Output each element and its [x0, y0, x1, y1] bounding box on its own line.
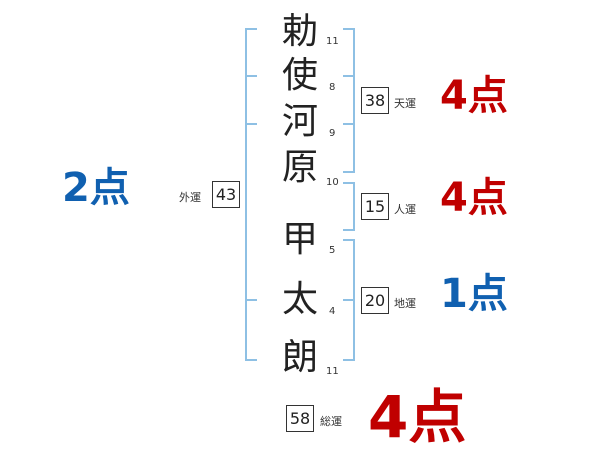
- bracket-tick: [245, 299, 257, 301]
- bracket-tick: [343, 28, 355, 30]
- ten-score: 4点: [440, 73, 508, 119]
- ten-label: 天運: [394, 97, 416, 110]
- name-char: 使: [281, 55, 318, 96]
- jin-label: 人運: [394, 203, 416, 216]
- name-char: 太: [281, 279, 318, 320]
- name-char: 原: [281, 147, 318, 188]
- jin-bracket: [353, 182, 355, 231]
- name-char: 甲: [281, 219, 318, 260]
- bracket-tick: [343, 359, 355, 361]
- bracket-tick: [245, 359, 257, 361]
- gai-score: 2点: [62, 165, 130, 211]
- bracket-tick: [343, 75, 355, 77]
- bracket-tick: [245, 28, 257, 30]
- outer-bracket: [245, 28, 247, 361]
- jin-score: 4点: [440, 175, 508, 221]
- jin-value: 15: [361, 193, 389, 220]
- stroke-count: 10: [326, 177, 339, 188]
- gai-label: 外運: [179, 191, 201, 204]
- chi-label: 地運: [394, 297, 416, 310]
- bracket-tick: [343, 229, 355, 231]
- name-char: 河: [281, 101, 318, 142]
- chi-score: 1点: [440, 271, 508, 317]
- chi-value: 20: [361, 287, 389, 314]
- ten-bracket: [353, 28, 355, 173]
- stroke-count: 11: [326, 36, 339, 47]
- sou-score: 4点: [368, 383, 467, 451]
- sou-value: 58: [286, 405, 314, 432]
- gai-value: 43: [212, 181, 240, 208]
- bracket-tick: [343, 123, 355, 125]
- name-char: 朗: [281, 337, 318, 378]
- bracket-tick: [343, 171, 355, 173]
- bracket-tick: [245, 123, 257, 125]
- stroke-count: 4: [329, 306, 336, 317]
- sou-label: 総運: [320, 415, 342, 428]
- bracket-tick: [343, 299, 355, 301]
- stroke-count: 9: [329, 128, 336, 139]
- bracket-tick: [343, 239, 355, 241]
- stroke-count: 11: [326, 366, 339, 377]
- stroke-count: 8: [329, 82, 336, 93]
- stroke-count: 5: [329, 245, 336, 256]
- name-char: 勅: [281, 11, 318, 52]
- bracket-tick: [245, 75, 257, 77]
- bracket-tick: [343, 182, 355, 184]
- ten-value: 38: [361, 87, 389, 114]
